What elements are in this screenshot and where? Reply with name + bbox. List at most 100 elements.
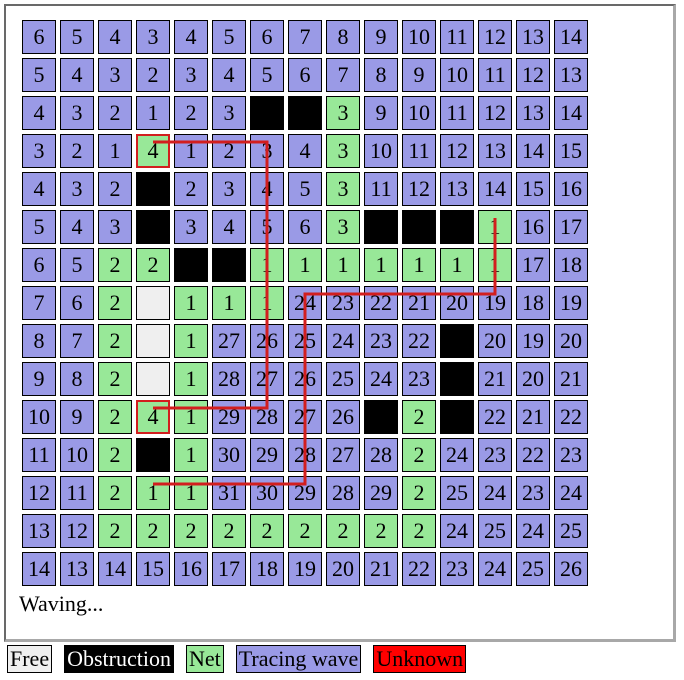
grid-cell-wave[interactable]: 30	[250, 476, 284, 510]
grid-cell-obstruction[interactable]	[440, 210, 474, 244]
grid-cell-wave[interactable]: 11	[364, 172, 398, 206]
grid-cell-wave[interactable]: 8	[22, 324, 56, 358]
grid-cell-net[interactable]: 4	[136, 134, 170, 168]
grid-cell-wave[interactable]: 5	[22, 58, 56, 92]
grid-cell-wave[interactable]: 2	[212, 134, 246, 168]
grid-cell-wave[interactable]: 7	[326, 58, 360, 92]
grid-cell-wave[interactable]: 23	[478, 438, 512, 472]
grid-cell-wave[interactable]: 11	[22, 438, 56, 472]
grid-cell-wave[interactable]: 25	[326, 362, 360, 396]
grid-cell-wave[interactable]: 4	[98, 20, 132, 54]
grid-cell-net[interactable]: 1	[478, 248, 512, 282]
grid-cell-wave[interactable]: 3	[174, 210, 208, 244]
grid-cell-obstruction[interactable]	[364, 400, 398, 434]
grid-cell-net[interactable]: 3	[326, 96, 360, 130]
grid-cell-wave[interactable]: 7	[60, 324, 94, 358]
grid-cell-wave[interactable]: 11	[478, 58, 512, 92]
grid-cell-wave[interactable]: 27	[212, 324, 246, 358]
grid-cell-wave[interactable]: 1	[136, 96, 170, 130]
grid-cell-wave[interactable]: 25	[554, 514, 588, 548]
grid-cell-wave[interactable]: 13	[554, 58, 588, 92]
grid-cell-net[interactable]: 2	[98, 514, 132, 548]
grid-cell-wave[interactable]: 19	[288, 552, 322, 586]
grid-cell-wave[interactable]: 4	[250, 172, 284, 206]
grid-cell-wave[interactable]: 2	[174, 96, 208, 130]
grid-cell-net[interactable]: 2	[402, 514, 436, 548]
grid-cell-net[interactable]: 2	[98, 400, 132, 434]
grid-cell-obstruction[interactable]	[440, 400, 474, 434]
grid-cell-wave[interactable]: 13	[478, 134, 512, 168]
grid-cell-wave[interactable]: 4	[212, 58, 246, 92]
grid-cell-wave[interactable]: 4	[60, 210, 94, 244]
grid-cell-net[interactable]: 1	[136, 476, 170, 510]
grid-cell-wave[interactable]: 13	[516, 96, 550, 130]
grid-cell-wave[interactable]: 5	[250, 210, 284, 244]
grid-cell-wave[interactable]: 7	[288, 20, 322, 54]
grid-cell-wave[interactable]: 14	[554, 96, 588, 130]
grid-cell-wave[interactable]: 7	[22, 286, 56, 320]
grid-cell-obstruction[interactable]	[174, 248, 208, 282]
grid-cell-wave[interactable]: 11	[402, 134, 436, 168]
grid-cell-wave[interactable]: 26	[288, 362, 322, 396]
grid-cell-net[interactable]: 2	[250, 514, 284, 548]
grid-cell-wave[interactable]: 12	[516, 58, 550, 92]
grid-cell-wave[interactable]: 14	[554, 20, 588, 54]
grid-cell-net[interactable]: 3	[326, 172, 360, 206]
grid-cell-net[interactable]: 2	[402, 400, 436, 434]
grid-cell-wave[interactable]: 3	[250, 134, 284, 168]
grid-cell-wave[interactable]: 12	[440, 134, 474, 168]
grid-cell-net[interactable]: 1	[478, 210, 512, 244]
grid-cell-wave[interactable]: 3	[212, 172, 246, 206]
grid-cell-wave[interactable]: 26	[326, 400, 360, 434]
grid-cell-net[interactable]: 2	[98, 476, 132, 510]
grid-cell-wave[interactable]: 27	[326, 438, 360, 472]
grid-cell-wave[interactable]: 10	[364, 134, 398, 168]
grid-cell-wave[interactable]: 22	[364, 286, 398, 320]
grid-cell-net[interactable]: 1	[288, 248, 322, 282]
grid-cell-wave[interactable]: 4	[174, 20, 208, 54]
grid-cell-wave[interactable]: 6	[250, 20, 284, 54]
grid-cell-wave[interactable]: 10	[60, 438, 94, 472]
grid-cell-wave[interactable]: 3	[98, 58, 132, 92]
grid-cell-wave[interactable]: 24	[326, 324, 360, 358]
grid-cell-wave[interactable]: 5	[212, 20, 246, 54]
grid-cell-wave[interactable]: 28	[250, 400, 284, 434]
grid-cell-wave[interactable]: 10	[22, 400, 56, 434]
grid-cell-obstruction[interactable]	[402, 210, 436, 244]
grid-cell-wave[interactable]: 29	[250, 438, 284, 472]
grid-cell-net[interactable]: 1	[174, 476, 208, 510]
grid-cell-wave[interactable]: 22	[402, 324, 436, 358]
grid-cell-wave[interactable]: 24	[478, 476, 512, 510]
grid-cell-wave[interactable]: 27	[288, 400, 322, 434]
grid-cell-wave[interactable]: 4	[212, 210, 246, 244]
grid-cell-wave[interactable]: 25	[516, 552, 550, 586]
grid-cell-wave[interactable]: 15	[516, 172, 550, 206]
grid-cell-net[interactable]: 1	[364, 248, 398, 282]
grid-cell-wave[interactable]: 25	[440, 476, 474, 510]
grid-cell-wave[interactable]: 10	[440, 58, 474, 92]
grid-cell-wave[interactable]: 5	[60, 248, 94, 282]
grid-cell-net[interactable]: 2	[364, 514, 398, 548]
grid-cell-wave[interactable]: 2	[136, 58, 170, 92]
grid-cell-net[interactable]: 1	[174, 400, 208, 434]
grid-cell-wave[interactable]: 4	[288, 134, 322, 168]
grid-cell-wave[interactable]: 12	[60, 514, 94, 548]
grid-cell-wave[interactable]: 24	[478, 552, 512, 586]
grid-cell-obstruction[interactable]	[212, 248, 246, 282]
grid-cell-wave[interactable]: 13	[22, 514, 56, 548]
grid-cell-wave[interactable]: 2	[60, 134, 94, 168]
grid-cell-wave[interactable]: 30	[212, 438, 246, 472]
grid-cell-net[interactable]: 2	[98, 286, 132, 320]
grid-cell-wave[interactable]: 25	[288, 324, 322, 358]
grid-cell-wave[interactable]: 3	[60, 96, 94, 130]
grid-cell-wave[interactable]: 12	[402, 172, 436, 206]
grid-cell-net[interactable]: 1	[174, 286, 208, 320]
grid-cell-free[interactable]	[136, 362, 170, 396]
grid-cell-wave[interactable]: 20	[326, 552, 360, 586]
grid-cell-wave[interactable]: 26	[250, 324, 284, 358]
grid-cell-wave[interactable]: 4	[60, 58, 94, 92]
grid-cell-wave[interactable]: 22	[402, 552, 436, 586]
grid-cell-free[interactable]	[136, 324, 170, 358]
grid-cell-wave[interactable]: 28	[212, 362, 246, 396]
grid-cell-net[interactable]: 1	[250, 248, 284, 282]
